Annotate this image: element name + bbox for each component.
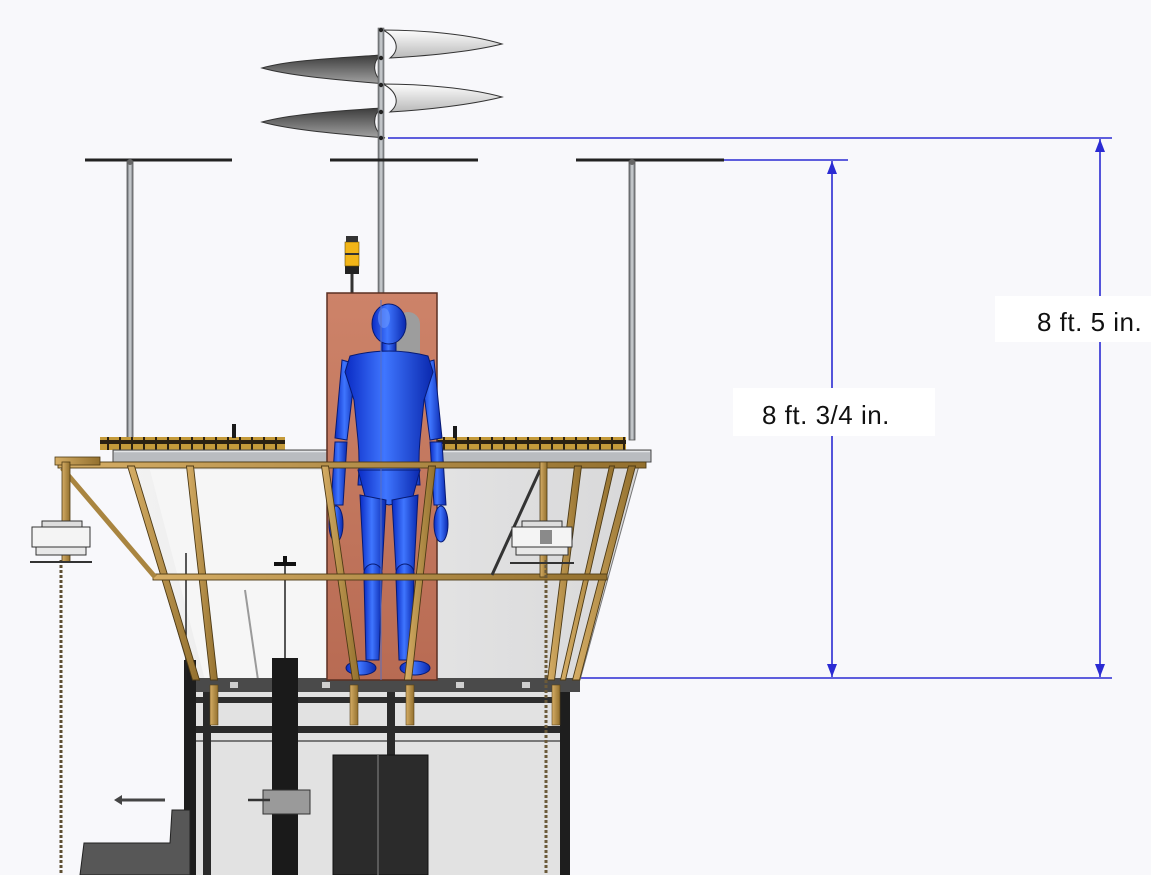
antenna-bar-right xyxy=(576,158,724,162)
dimension-label-box xyxy=(995,296,1151,342)
base-rail-upper xyxy=(196,697,568,703)
deck-rail-left xyxy=(100,437,285,450)
beam-bolt xyxy=(230,682,238,688)
dimension-label-antenna: 8 ft. 3/4 in. xyxy=(762,400,890,430)
frame-strut xyxy=(126,465,201,681)
frame-strut xyxy=(571,465,637,681)
outrigger-post xyxy=(539,461,548,578)
base-rail-lower xyxy=(196,726,568,733)
frame-left-brace xyxy=(60,466,157,579)
antenna-pole-cap xyxy=(127,159,133,165)
mast-joint xyxy=(378,135,384,141)
antenna-pole-right xyxy=(628,160,636,441)
outrigger-bracket xyxy=(54,456,101,466)
mannequin-head-highlight xyxy=(378,308,390,328)
beacon-cap xyxy=(346,236,358,242)
beacon-band xyxy=(345,253,359,255)
dimension-overall: 8 ft. 5 in. xyxy=(995,139,1151,677)
arrowhead-down xyxy=(1095,664,1105,677)
seat-lever-tip xyxy=(114,795,122,805)
helix-lobe-right-lower xyxy=(382,83,504,113)
helix-lobe-left-lower xyxy=(260,107,386,139)
base-structure xyxy=(79,658,580,875)
base-bracket xyxy=(209,684,219,726)
beacon-base xyxy=(345,266,359,274)
base-post-right xyxy=(560,692,570,875)
frame-top-rail xyxy=(57,461,647,469)
glass-pane-divider xyxy=(244,589,259,681)
deck-post xyxy=(232,424,236,438)
mast-joint xyxy=(378,82,384,88)
beam-bolt xyxy=(322,682,330,688)
helix-wind-sculpture xyxy=(260,29,504,139)
beam-bolt xyxy=(522,682,530,688)
antenna-bar-center xyxy=(330,158,478,162)
sensor-marker xyxy=(540,530,552,544)
antenna-bar-left xyxy=(85,158,232,162)
mannequin-torso xyxy=(344,350,434,486)
arrowhead-up xyxy=(1095,139,1105,152)
base-bracket xyxy=(405,684,415,726)
mannequin-right-hand xyxy=(433,505,449,543)
dimension-antenna: 8 ft. 3/4 in. xyxy=(733,161,935,677)
sensor-lower xyxy=(515,546,569,556)
helix-lobe-left-upper xyxy=(260,54,386,85)
antenna-pole-left xyxy=(126,160,134,441)
beam-bolt xyxy=(456,682,464,688)
sensor-body xyxy=(31,526,91,548)
operator-seat xyxy=(79,809,191,875)
mannequin-left-shin xyxy=(363,577,383,661)
beacon-light xyxy=(344,236,360,293)
base-post xyxy=(203,692,211,875)
deck-post xyxy=(453,426,457,438)
base-column xyxy=(272,658,298,875)
door-latch xyxy=(262,789,311,815)
mannequin-left-forearm xyxy=(330,441,348,506)
mast-joint xyxy=(378,55,384,61)
interior-rod-stem xyxy=(283,556,287,566)
antenna-pole-cap xyxy=(629,159,635,165)
mannequin-left-thigh xyxy=(359,494,387,571)
enclosure-frame xyxy=(57,461,647,681)
right-outrigger xyxy=(510,461,574,875)
mannequin-right-foot xyxy=(399,660,431,676)
left-outrigger xyxy=(30,456,101,875)
mast-joint xyxy=(378,109,384,115)
mast-joint xyxy=(378,27,384,33)
sensor-cap xyxy=(521,520,563,528)
base-bracket xyxy=(349,684,359,726)
arrowhead-down xyxy=(827,664,837,677)
base-door xyxy=(332,754,429,875)
sensor-lower xyxy=(35,546,87,556)
frame-strut xyxy=(185,465,219,681)
sensor-cap xyxy=(41,520,83,528)
frame-strut xyxy=(403,465,437,681)
dimension-label-overall: 8 ft. 5 in. xyxy=(1037,307,1142,337)
base-bracket xyxy=(551,684,561,726)
mannequin-right-thigh xyxy=(391,494,419,571)
arrowhead-up xyxy=(827,161,837,174)
mannequin-head xyxy=(371,303,407,345)
frame-strut xyxy=(546,465,583,681)
frame-strut xyxy=(559,465,616,681)
mast-joints xyxy=(378,27,384,141)
helix-lobe-right-upper xyxy=(382,29,504,59)
dimension-extension-lines xyxy=(388,137,1112,679)
frame-mid-rail xyxy=(152,573,608,581)
frame-strut xyxy=(320,465,361,681)
dimension-label-box xyxy=(733,388,935,436)
frame-right-brace xyxy=(490,469,542,576)
